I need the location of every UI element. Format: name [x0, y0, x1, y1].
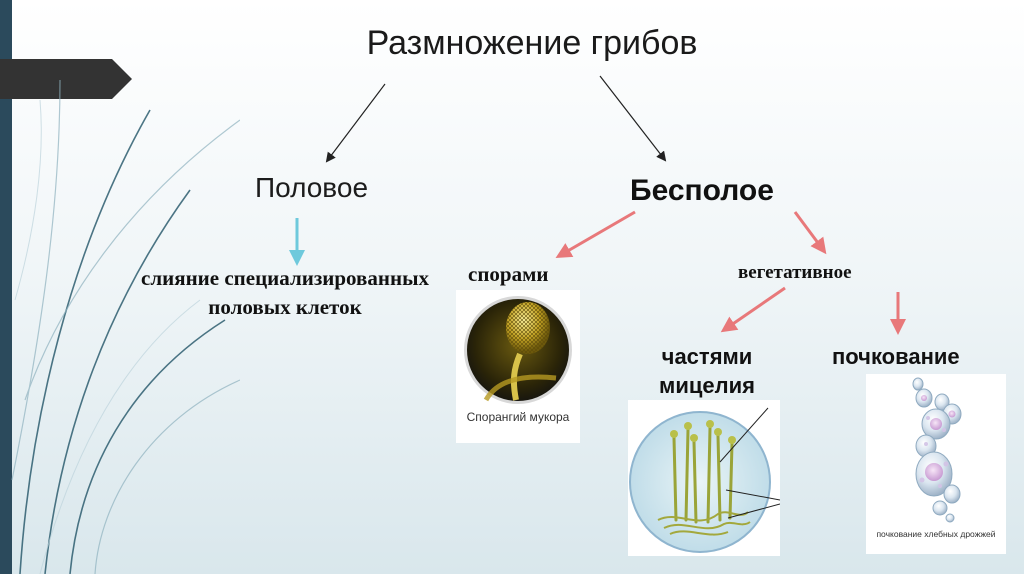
- yeast-illustration: [912, 377, 962, 523]
- left-accent-bar: [0, 0, 12, 574]
- arrow-title-to-asexual: [599, 75, 667, 162]
- sporangium-image: Спорангий мукора: [456, 290, 580, 443]
- yeast-budding-image: почкование хлебных дрожжей: [866, 374, 1006, 554]
- node-sexual: Половое: [255, 172, 369, 203]
- sporangium-caption: Спорангий мукора: [466, 410, 570, 424]
- page-title: Размножение грибов: [366, 24, 698, 62]
- arrow-asexual-to-vegetative: [793, 211, 827, 255]
- node-mycelium-parts: частями мицелия: [659, 344, 755, 398]
- decorative-curves: [11, 79, 240, 574]
- node-budding: почкование: [832, 344, 960, 369]
- arrow-asexual-to-spores: [555, 210, 636, 259]
- node-spores: спорами: [468, 262, 549, 286]
- mycelium-image: [628, 400, 781, 556]
- arrow-title-to-sexual: [325, 83, 386, 163]
- arrow-vegetative-to-mycelium: [720, 286, 786, 333]
- yeast-caption: почкование хлебных дрожжей: [876, 529, 996, 539]
- slide-tab-icon: [0, 59, 132, 99]
- node-vegetative: вегетативное: [738, 262, 852, 283]
- node-cell-fusion: слияние специализированных половых клето…: [141, 266, 429, 319]
- sporangium-illustration: [464, 296, 572, 404]
- mycelium-illustration: [629, 407, 781, 553]
- node-asexual: Бесполое: [630, 174, 774, 207]
